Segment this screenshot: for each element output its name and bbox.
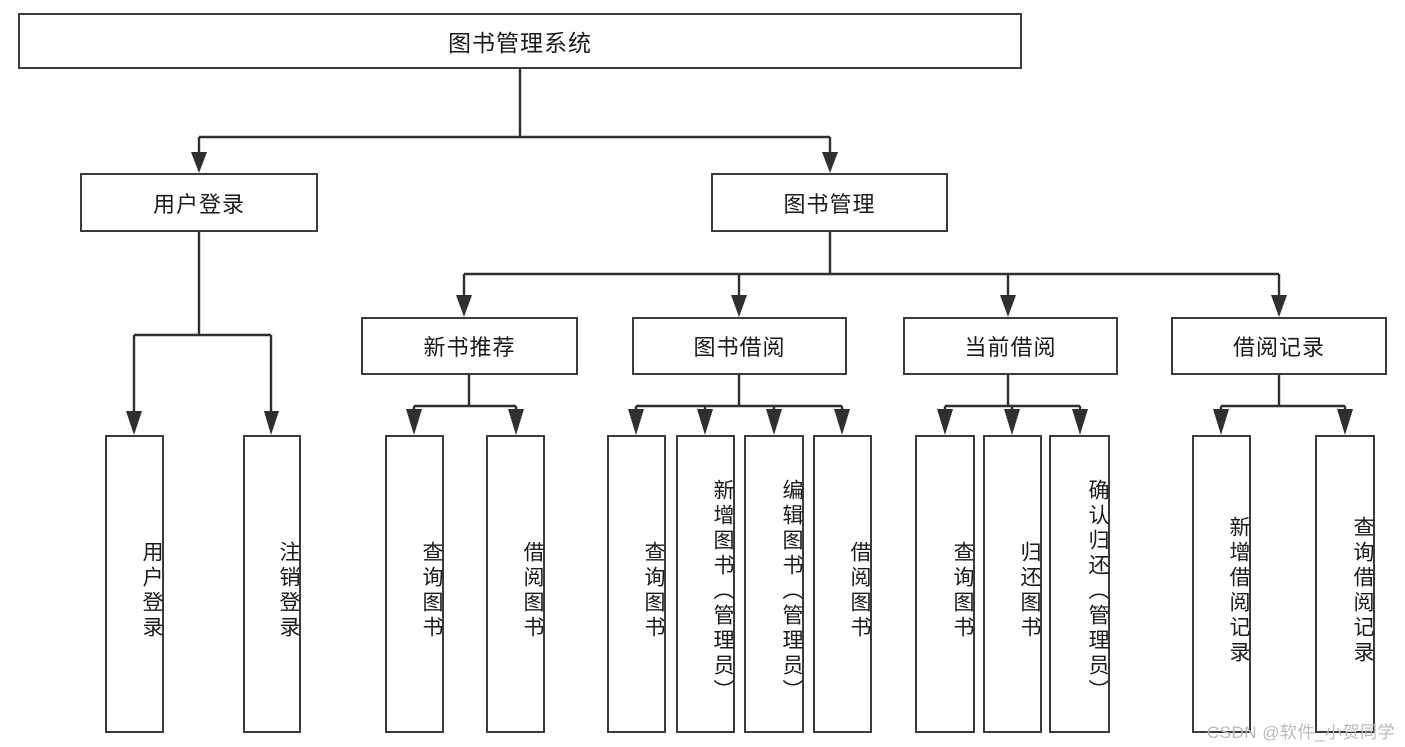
node-leaf-query-borrow-record[interactable]: 查询借阅记录 [1315,435,1375,733]
arrow-head-current-borrow [1000,295,1016,317]
arrow-head-leaf-query-borrow-record [1337,409,1353,435]
node-leaf-add-book-admin[interactable]: 新增图书（管理员） [676,435,735,733]
node-user-login[interactable]: 用户登录 [80,173,318,232]
node-leaf-user-login[interactable]: 用户登录 [105,435,164,733]
node-label: 用户登录 [140,541,163,641]
watermark-text: CSDN @软件_小贺同学 [1206,723,1395,742]
arrow-head-leaf-add-borrow-record [1213,409,1229,435]
arrow-head-leaf-borrow-book [834,409,850,435]
node-leaf-borrow-book-recommend[interactable]: 借阅图书 [486,435,545,733]
node-label: 图书管理 [783,191,876,217]
arrow-head-leaf-query-book-borrow [628,409,644,435]
node-label: 编辑图书（管理员） [780,478,803,704]
node-label: 借阅图书 [848,541,871,641]
node-label: 查询图书 [420,541,443,641]
node-leaf-confirm-return-admin[interactable]: 确认归还（管理员） [1049,435,1110,733]
node-book-manage[interactable]: 图书管理 [711,173,948,232]
arrow-head-new-book-recommend [456,295,472,317]
node-label: 新书推荐 [423,335,516,360]
arrow-head-leaf-query-book-rec [406,409,422,435]
node-label: 新增借阅记录 [1227,516,1250,666]
arrow-head-book-manage [822,152,838,173]
arrow-head-leaf-add-book-admin [697,409,713,435]
node-label: 图书借阅 [693,335,786,360]
node-label: 查询图书 [642,541,665,641]
node-root-system[interactable]: 图书管理系统 [18,13,1022,69]
node-leaf-borrow-book[interactable]: 借阅图书 [813,435,872,733]
node-current-borrow[interactable]: 当前借阅 [903,317,1118,375]
node-label: 确认归还（管理员） [1086,478,1109,704]
node-label: 用户登录 [152,191,245,217]
node-label: 图书管理系统 [448,30,592,56]
node-leaf-query-book-current[interactable]: 查询图书 [915,435,975,733]
arrow-head-leaf-confirm-return-admin [1072,409,1088,435]
node-label: 当前借阅 [964,335,1057,360]
node-new-book-recommend[interactable]: 新书推荐 [361,317,578,375]
node-label: 归还图书 [1018,541,1041,641]
node-leaf-query-book-borrow[interactable]: 查询图书 [607,435,666,733]
node-book-borrow[interactable]: 图书借阅 [632,317,847,375]
node-borrow-record[interactable]: 借阅记录 [1171,317,1387,375]
node-leaf-return-book[interactable]: 归还图书 [983,435,1042,733]
arrow-head-user-login [191,152,207,173]
node-leaf-logout[interactable]: 注销登录 [243,435,301,733]
arrow-head-leaf-user-login [126,411,142,435]
arrow-head-borrow-record [1271,295,1287,317]
node-label: 注销登录 [277,541,300,641]
arrow-head-leaf-logout [264,411,279,435]
node-leaf-add-borrow-record[interactable]: 新增借阅记录 [1192,435,1251,733]
arrow-head-leaf-query-book-cur [937,409,953,435]
node-leaf-query-book-recommend[interactable]: 查询图书 [385,435,444,733]
node-label: 查询借阅记录 [1351,516,1374,666]
arrow-head-book-borrow [731,295,747,317]
arrow-head-leaf-return-book [1004,409,1020,435]
node-label: 查询图书 [951,541,974,641]
node-label: 借阅记录 [1232,335,1325,360]
arrow-head-leaf-edit-book-admin [766,409,782,435]
node-label: 新增图书（管理员） [711,478,734,704]
arrow-head-leaf-borrow-book-rec [508,409,524,435]
node-label: 借阅图书 [521,541,544,641]
node-leaf-edit-book-admin[interactable]: 编辑图书（管理员） [744,435,804,733]
